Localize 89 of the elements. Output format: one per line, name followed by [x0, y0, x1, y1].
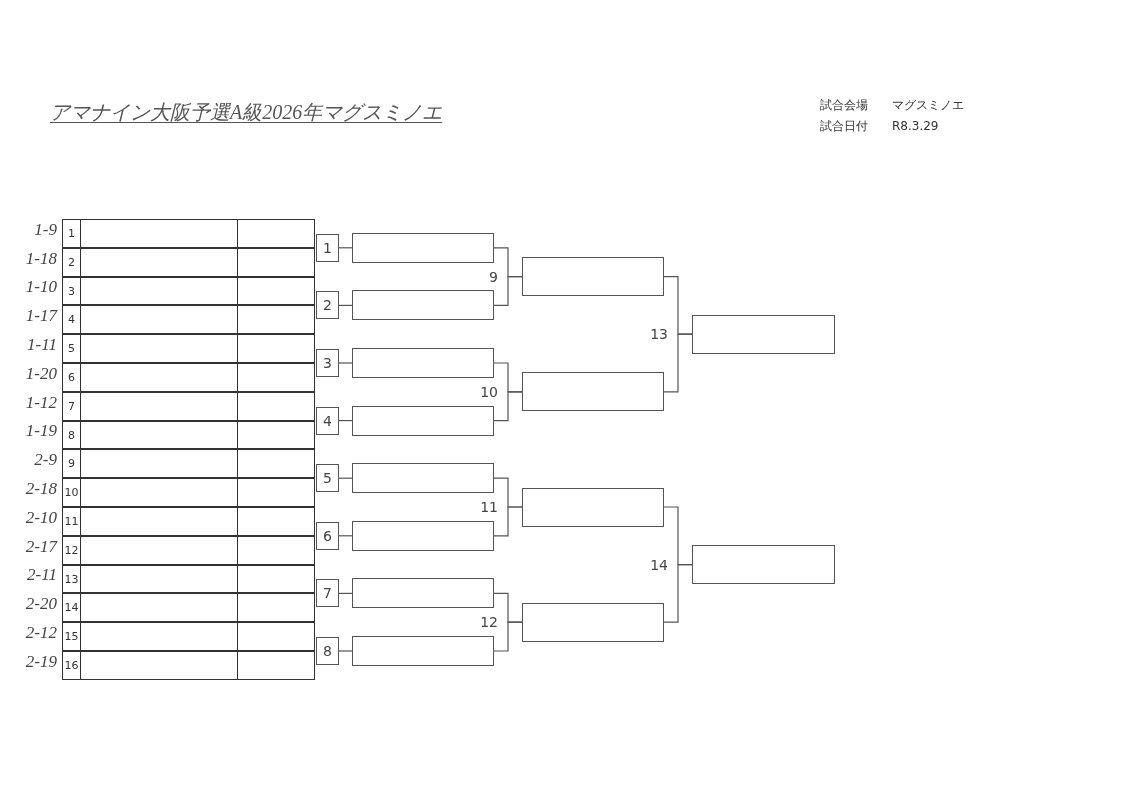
- entry-row: [62, 219, 315, 248]
- seed-number-cell: 12: [63, 537, 81, 564]
- seed-number-cell: 13: [63, 566, 81, 592]
- match-number: 10: [480, 384, 498, 399]
- entry-row: [62, 334, 315, 363]
- match-number-box: 4: [316, 406, 339, 435]
- handwritten-note: 1-17: [25, 306, 57, 324]
- seed-number-cell: 3: [63, 278, 81, 304]
- handwritten-note: 2-11: [27, 566, 57, 583]
- handwritten-note: 1-12: [25, 393, 57, 411]
- winner-field: [352, 463, 494, 494]
- winner-field: [352, 290, 494, 321]
- entry-row: [62, 593, 315, 622]
- entry-row: [62, 622, 315, 651]
- seed-number-cell: 1: [63, 220, 81, 247]
- handwritten-note: 2-17: [25, 537, 57, 555]
- seed-number-cell: 11: [63, 508, 81, 535]
- match-number-box: 6: [316, 521, 339, 550]
- entry-row: [62, 449, 315, 478]
- info-value: マグスミノエ: [892, 98, 964, 113]
- bracket-line: [493, 391, 523, 422]
- handwritten-note: 2-9: [34, 450, 57, 468]
- bracket-line: [493, 506, 523, 537]
- seed-number-cell: 15: [63, 623, 81, 650]
- winner-field: [692, 314, 835, 354]
- entry-row: [62, 305, 315, 334]
- seed-number-cell: 4: [63, 306, 81, 333]
- match-number-box: 8: [316, 637, 339, 665]
- handwritten-note: 1-9: [34, 220, 57, 238]
- handwritten-note: 1-19: [25, 422, 57, 439]
- seed-number-cell: 6: [63, 364, 81, 391]
- match-number: 12: [480, 615, 498, 630]
- match-number-box: 5: [316, 464, 339, 493]
- seed-number-cell: 7: [63, 393, 81, 420]
- seed-number-cell: 5: [63, 335, 81, 362]
- entry-row: [62, 392, 315, 421]
- match-number: 13: [650, 327, 668, 342]
- connector-line: [338, 650, 353, 652]
- match-number-box: 7: [316, 579, 339, 608]
- winner-field: [352, 578, 494, 609]
- info-label: 試合会場: [820, 98, 868, 113]
- seed-number-cell: 10: [63, 479, 81, 506]
- entry-row: [62, 507, 315, 536]
- entry-row: [62, 478, 315, 507]
- entry-row: [62, 421, 315, 449]
- winner-field: [522, 257, 664, 297]
- entry-row: [62, 363, 315, 392]
- handwritten-note: 2-19: [25, 652, 57, 670]
- handwritten-note: 1-20: [25, 364, 57, 382]
- winner-field: [352, 405, 494, 436]
- winner-field: [522, 602, 664, 642]
- match-number: 9: [489, 269, 498, 284]
- info-label: 試合日付: [820, 119, 868, 134]
- title: アマナイン大阪予選A級2026年マグスミノエ: [50, 100, 443, 124]
- handwritten-note: 2-12: [25, 623, 57, 641]
- entry-row: [62, 248, 315, 277]
- seed-number-cell: 16: [63, 652, 81, 679]
- winner-field: [522, 372, 664, 412]
- handwritten-note: 1-18: [25, 249, 57, 267]
- bracket-line: [663, 564, 693, 623]
- entry-row: [62, 277, 315, 305]
- seed-number-cell: 2: [63, 249, 81, 276]
- winner-field: [352, 636, 494, 666]
- bracket-line: [493, 621, 523, 652]
- handwritten-note: 1-11: [27, 335, 57, 353]
- info-value: R8.3.29: [892, 119, 939, 134]
- bracket-line: [493, 276, 523, 306]
- handwritten-note: 2-10: [25, 508, 57, 526]
- handwritten-note: 1-10: [25, 278, 57, 295]
- entry-row: [62, 651, 315, 680]
- winner-field: [352, 348, 494, 378]
- entry-row: [62, 536, 315, 565]
- entry-row: [62, 565, 315, 593]
- bracket-line: [663, 333, 693, 393]
- seed-number-cell: 14: [63, 594, 81, 621]
- winner-field: [352, 232, 494, 263]
- winner-field: [692, 545, 835, 585]
- winner-field: [352, 520, 494, 551]
- match-number-box: 3: [316, 349, 339, 377]
- connector-line: [338, 362, 353, 364]
- match-number-box: 1: [316, 233, 339, 262]
- match-number-box: 2: [316, 291, 339, 320]
- handwritten-note: 2-18: [25, 479, 57, 497]
- winner-field: [522, 487, 664, 527]
- match-number: 14: [650, 557, 668, 572]
- match-number: 11: [480, 500, 498, 514]
- seed-number-cell: 8: [63, 422, 81, 448]
- handwritten-note: 2-20: [25, 594, 57, 612]
- seed-number-cell: 9: [63, 450, 81, 477]
